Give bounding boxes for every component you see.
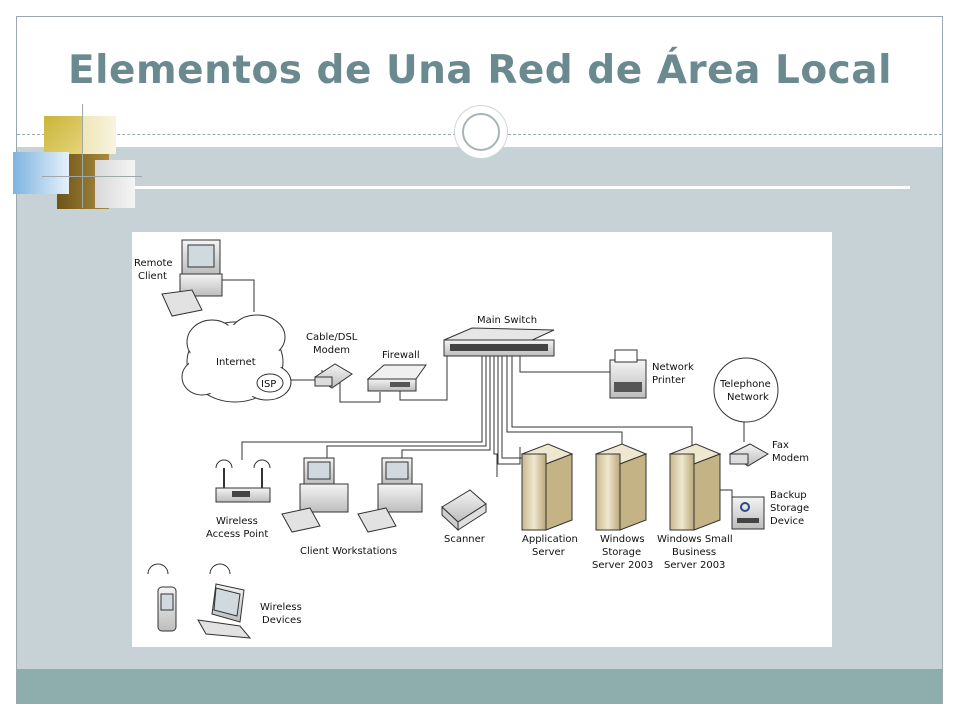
cable-modem-label: Cable/DSL Modem <box>306 332 361 356</box>
connection-lines <box>217 279 753 517</box>
content-rule <box>50 186 910 189</box>
windows-storage-server-label: Windows Storage Server 2003 <box>592 534 653 571</box>
backup-storage-label: Backup Storage Device <box>770 490 812 527</box>
network-printer-icon <box>609 349 647 399</box>
scanner-icon <box>441 489 487 532</box>
wireless-pda-icon <box>147 563 177 632</box>
firewall-icon <box>366 364 427 392</box>
windows-storage-server-icon <box>594 443 648 531</box>
remote-client-icon <box>161 239 223 317</box>
windows-sbs-server-icon <box>668 443 722 531</box>
decorative-square-gold <box>44 116 82 154</box>
wireless-access-point-icon <box>215 459 271 503</box>
isp-label: ISP <box>261 379 276 390</box>
client-workstation-icon <box>357 457 423 533</box>
remote-client-label: Remote Client <box>134 258 176 282</box>
client-workstations-label: Client Workstations <box>300 546 397 557</box>
wireless-access-point-label: Wireless Access Point <box>206 516 268 540</box>
slide-title: Elementos de Una Red de Área Local <box>68 48 892 93</box>
cable-modem-icon <box>314 363 353 389</box>
client-workstation-icon <box>281 457 349 533</box>
telephone-network-label: Telephone Network <box>719 379 774 403</box>
network-diagram: Remote Client Internet ISP Cable/DSL Mod… <box>132 232 832 647</box>
main-switch-icon <box>443 327 555 357</box>
scanner-label: Scanner <box>444 534 486 545</box>
windows-sbs-server-label: Windows Small Business Server 2003 <box>657 534 736 571</box>
decorative-square-light-gold <box>82 116 116 154</box>
internet-cloud-icon <box>181 314 292 403</box>
wireless-laptop-icon <box>197 563 252 639</box>
firewall-label: Firewall <box>382 350 420 361</box>
circle-ornament-icon <box>455 106 507 158</box>
decorative-horizontal-line <box>42 176 142 177</box>
decorative-square-grey <box>95 160 135 208</box>
application-server-label: Application Server <box>522 534 581 558</box>
backup-storage-icon <box>731 496 765 530</box>
wireless-devices-label: Wireless Devices <box>260 602 305 626</box>
decorative-vertical-line <box>82 104 83 208</box>
fax-modem-icon <box>729 443 769 467</box>
footer-bar <box>17 669 942 703</box>
telephone-network-cloud-icon <box>713 357 779 423</box>
fax-modem-label: Fax Modem <box>772 440 809 464</box>
main-switch-label: Main Switch <box>477 315 537 326</box>
decorative-square-blue <box>13 152 69 194</box>
internet-label: Internet <box>216 357 256 368</box>
application-server-icon <box>520 443 574 531</box>
network-printer-label: Network Printer <box>652 362 697 386</box>
